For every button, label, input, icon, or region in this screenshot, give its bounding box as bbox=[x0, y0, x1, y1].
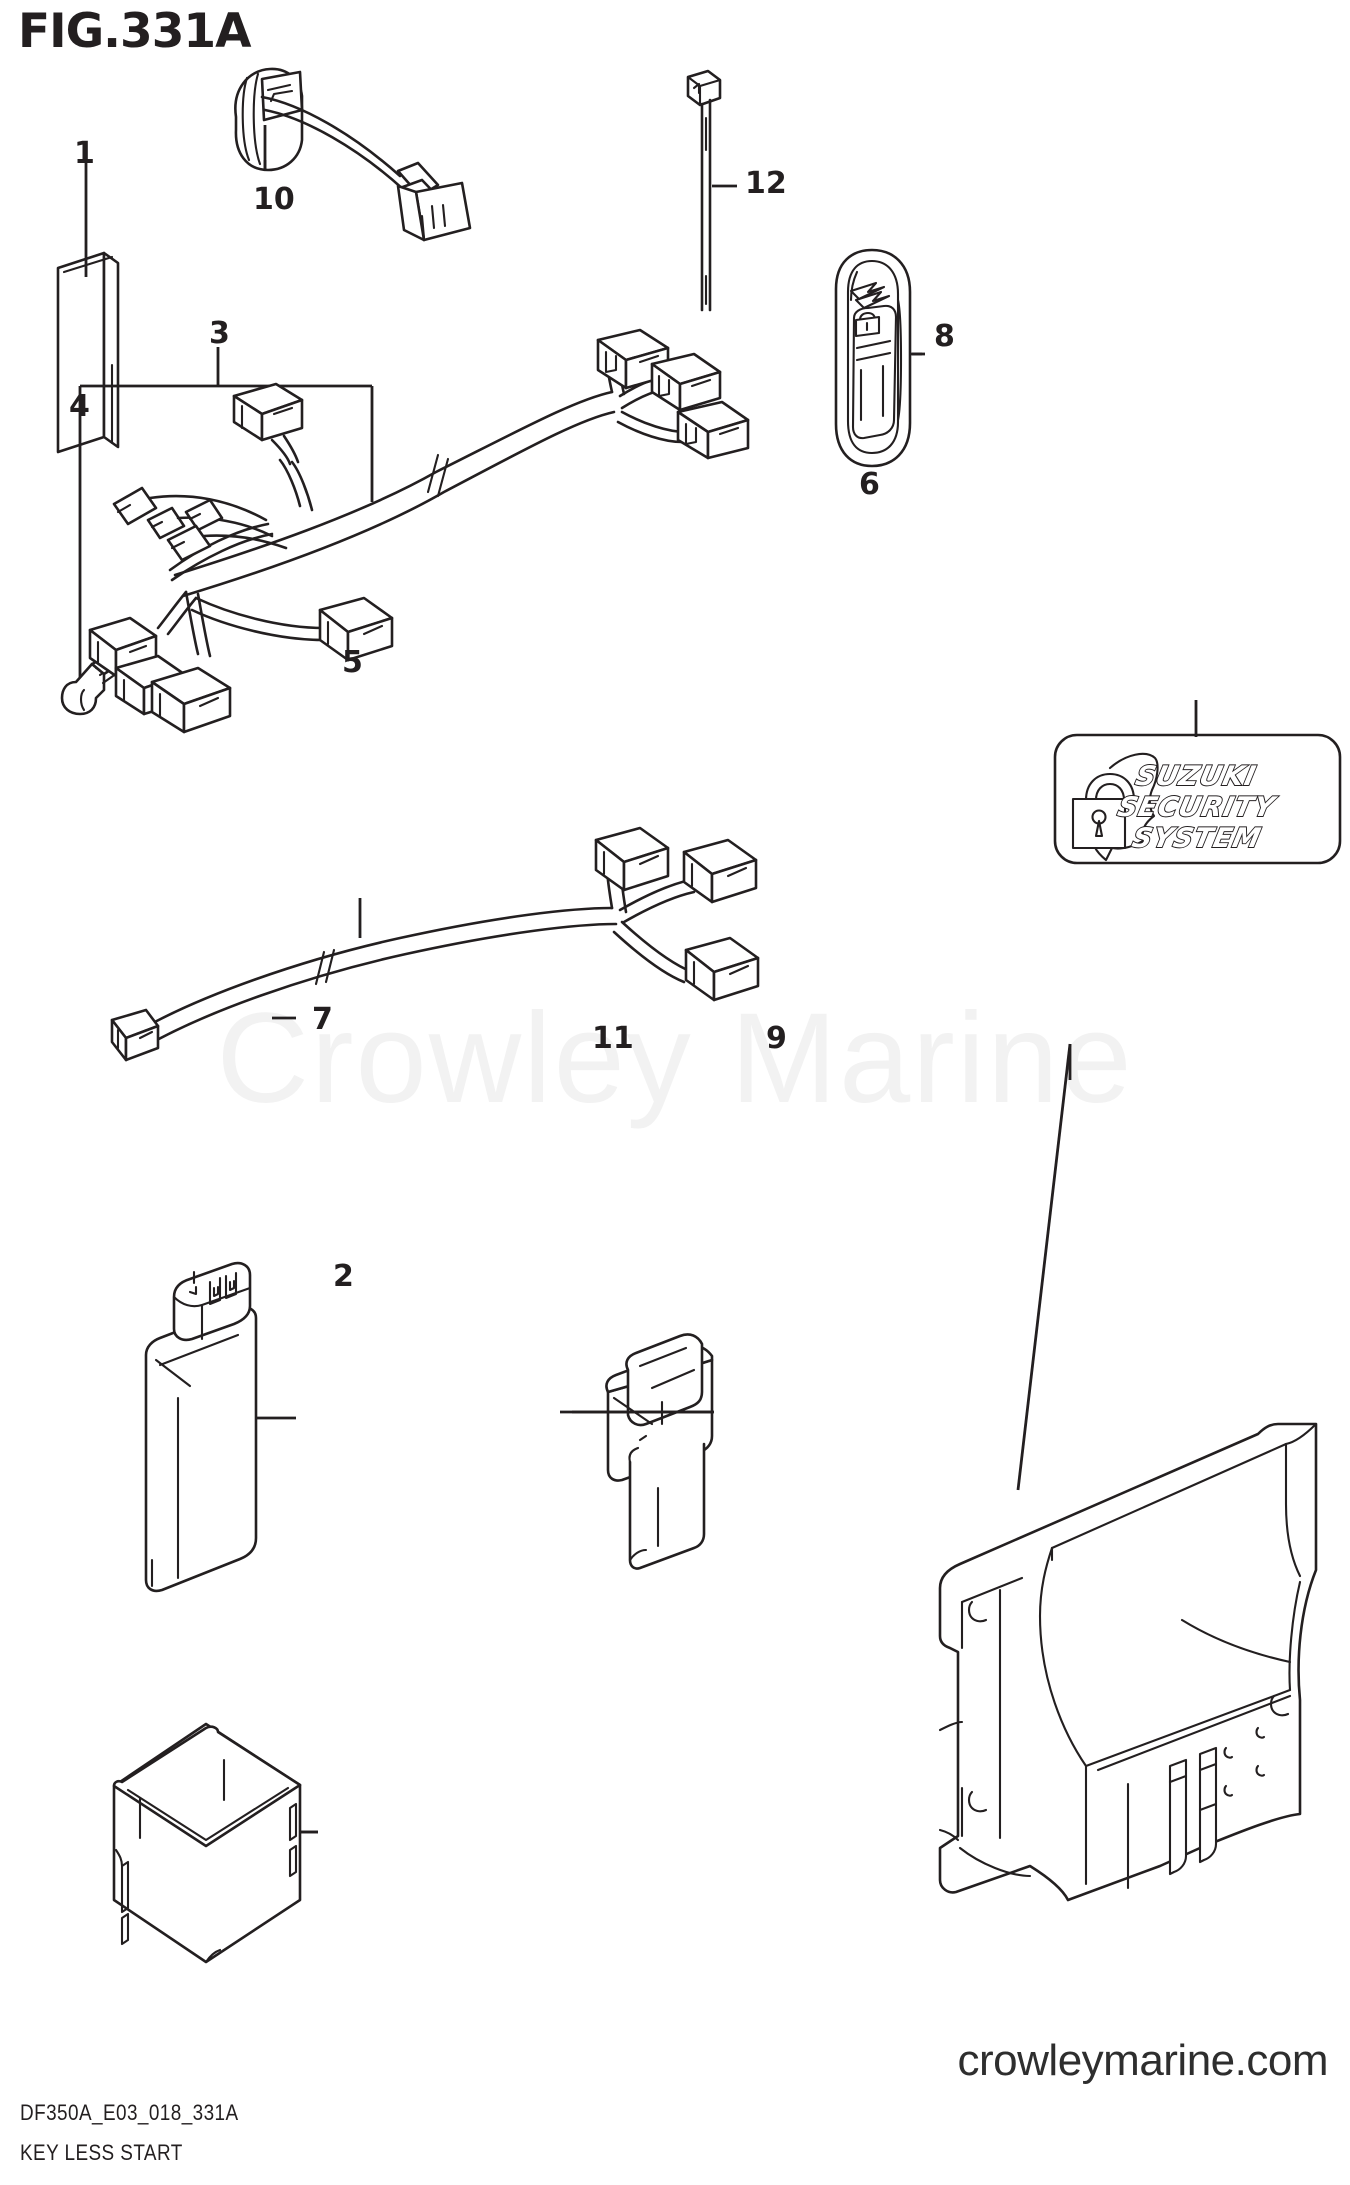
callout-3: 3 bbox=[209, 316, 230, 351]
part-cable-tie bbox=[688, 71, 737, 310]
security-label-line2: SECURITY bbox=[1115, 792, 1280, 823]
callout-2: 2 bbox=[333, 1259, 354, 1294]
watermark: Crowley Marine bbox=[216, 987, 1134, 1130]
figure-title: FIG.331A bbox=[18, 4, 252, 59]
callout-6: 6 bbox=[859, 467, 880, 502]
callout-11: 11 bbox=[592, 1021, 634, 1056]
callout-4: 4 bbox=[69, 389, 90, 424]
figure-code: DF350A_E03_018_331A bbox=[20, 2100, 239, 2125]
callout-10: 10 bbox=[253, 182, 295, 217]
part-key-fob-transmitter bbox=[836, 250, 925, 466]
part-main-wiring-harness bbox=[62, 330, 748, 732]
callout-9: 9 bbox=[766, 1021, 787, 1056]
part-security-system-label: SUZUKI SECURITY SYSTEM bbox=[1055, 700, 1340, 863]
part-case-cover bbox=[114, 1724, 318, 1962]
callout-5: 5 bbox=[342, 645, 363, 680]
callout-1: 1 bbox=[74, 136, 95, 171]
part-relay bbox=[560, 1334, 714, 1568]
callout-12: 12 bbox=[745, 166, 787, 201]
callout-7: 7 bbox=[312, 1002, 333, 1037]
security-label-line1: SUZUKI bbox=[1133, 761, 1259, 792]
security-label-line3: SYSTEM bbox=[1129, 823, 1264, 854]
callout-8: 8 bbox=[934, 319, 955, 354]
site-brand: crowleymarine.com bbox=[957, 2036, 1329, 2085]
part-mounting-bracket bbox=[940, 1044, 1316, 1900]
figure-name: KEY LESS START bbox=[20, 2140, 183, 2165]
